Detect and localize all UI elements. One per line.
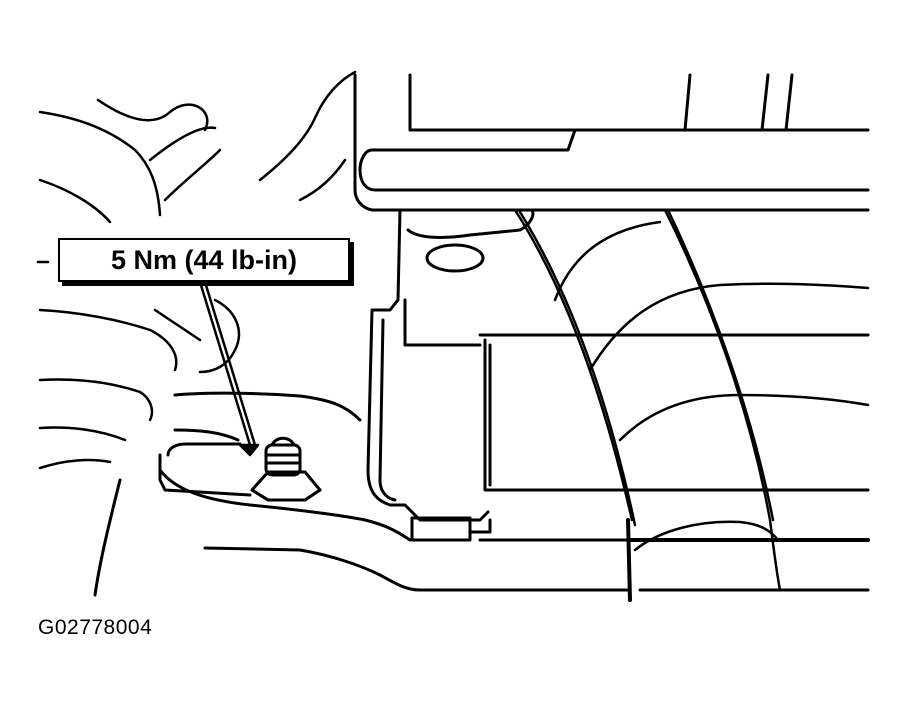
fan-curves [515, 210, 868, 590]
background-contours [40, 72, 355, 468]
figure-id: G02778004 [38, 616, 153, 639]
torque-callout: 5 Nm (44 lb-in) [58, 238, 350, 282]
bolt-icon [252, 438, 320, 500]
mounting-bracket [368, 210, 533, 540]
transmission-body [95, 393, 630, 595]
housing-upper [355, 75, 868, 210]
callout-leader [200, 282, 258, 455]
side-panel [480, 335, 868, 600]
